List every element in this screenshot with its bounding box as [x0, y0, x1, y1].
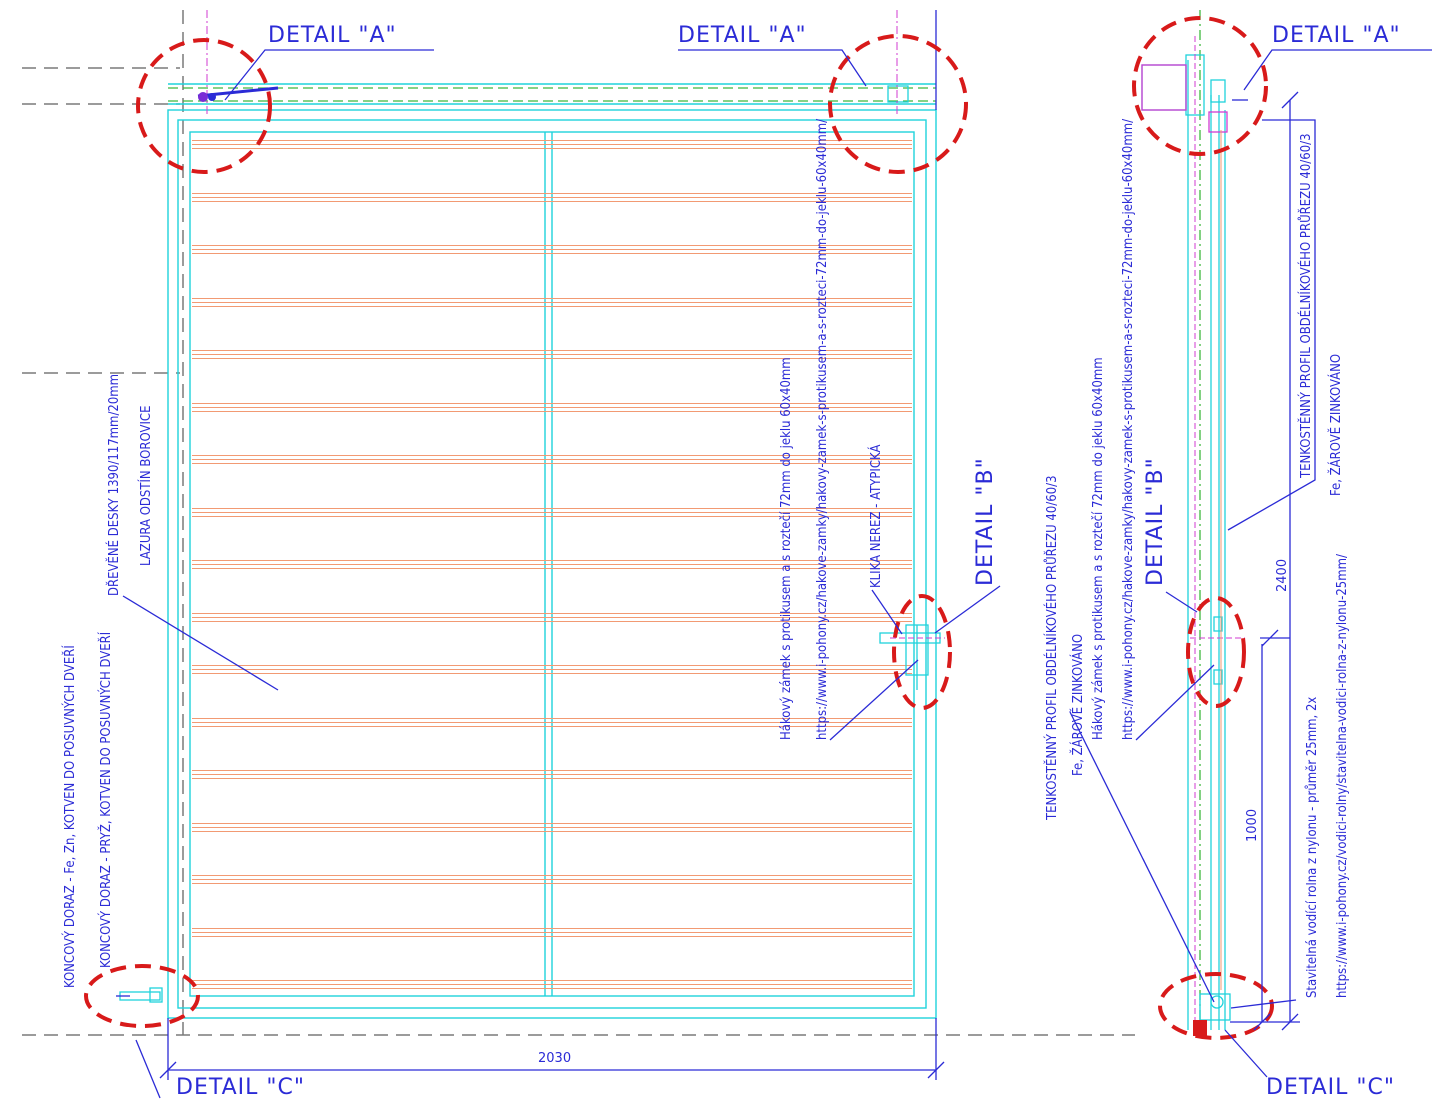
- stain-note: LAZURA ODSTÍN BOROVICE: [138, 406, 154, 566]
- detail-b-circle-left: [892, 594, 952, 710]
- hanger-left: [197, 86, 279, 102]
- leaders-right: [1069, 49, 1432, 1078]
- boards-note: DŘEVĚNÉ DESKY 1390/117mm/20mm: [106, 374, 122, 596]
- dimension-vertical: [1230, 91, 1300, 1031]
- profile-note-1: TENKOSTĚNNÝ PROFIL OBDÉLNÍKOVÉHO PRŮŘEZU…: [1044, 475, 1060, 821]
- detail-c-circle-left: [84, 964, 200, 1028]
- handle-note: KLIKA NEREZ - ATYPICKÁ: [868, 445, 884, 588]
- galv-note-1: Fe, ŽÁROVĚ ZINKOVÁNO: [1070, 634, 1086, 776]
- dimension-2400-text: 2400: [1275, 559, 1290, 592]
- leaders-left: [116, 49, 1001, 1099]
- side-view: [1141, 10, 1245, 1036]
- detail-c-label-2: DETAIL "C": [1266, 1075, 1395, 1100]
- detail-a-circle-right: [828, 34, 968, 174]
- dimension-2030: [159, 1018, 945, 1080]
- detail-circles-left: [84, 34, 968, 1028]
- detail-b-circle-side: [1186, 596, 1246, 708]
- detail-b-label-2: DETAIL "B": [1143, 457, 1168, 586]
- dimension-1000-text: 1000: [1245, 809, 1260, 842]
- lock-note-right: Hákový zámek s protikusem a s roztečí 72…: [1091, 357, 1106, 740]
- wooden-boards: [192, 140, 912, 989]
- handle-lock-left: [879, 624, 941, 690]
- front-view: [22, 10, 1135, 1036]
- detail-a-label-1: DETAIL "A": [268, 23, 397, 48]
- reference-lines: [22, 10, 1135, 1036]
- detail-c-label-1: DETAIL "C": [176, 1075, 305, 1100]
- lock-note-left: Hákový zámek s protikusem a s roztečí 72…: [779, 357, 794, 740]
- profile-note-2: TENKOSTĚNNÝ PROFIL OBDÉLNÍKOVÉHO PRŮŘEZU…: [1298, 133, 1314, 479]
- roller-url: https://www.i-pohony.cz/vodici-rolny/sta…: [1335, 554, 1350, 998]
- floor-anchor: [1193, 1020, 1207, 1036]
- detail-a-label-2: DETAIL "A": [678, 23, 807, 48]
- lock-url-right: https://www.i-pohony.cz/hakove-zamky/hak…: [1121, 119, 1136, 740]
- detail-a-circle-left: [136, 38, 272, 174]
- galv-note-2: Fe, ŽÁROVĚ ZINKOVÁNO: [1328, 354, 1344, 496]
- detail-a-label-3: DETAIL "A": [1272, 23, 1401, 48]
- detail-circles-right: [1132, 16, 1274, 1040]
- lock-url-left: https://www.i-pohony.cz/hakove-zamky/hak…: [815, 119, 830, 740]
- stop-rubber-note: KONCOVÝ DORAZ - PRYŽ, KOTVEN DO POSUVNÝC…: [98, 631, 114, 968]
- detail-a-circle-side: [1132, 16, 1268, 156]
- top-rail: [168, 87, 936, 102]
- end-stop-left: [119, 987, 163, 1003]
- detail-c-circle-side: [1158, 972, 1274, 1040]
- detail-b-label-1: DETAIL "B": [973, 457, 998, 586]
- rail-bracket: [887, 85, 909, 103]
- door-frame: [167, 83, 937, 1019]
- roller-note: Stavitelná vodící rolna z nylonu - průmě…: [1305, 697, 1320, 998]
- dimension-2030-text: 2030: [538, 1051, 571, 1066]
- stop-fe-note: KONCOVÝ DORAZ - Fe, Zn, KOTVEN DO POSUVN…: [62, 645, 78, 988]
